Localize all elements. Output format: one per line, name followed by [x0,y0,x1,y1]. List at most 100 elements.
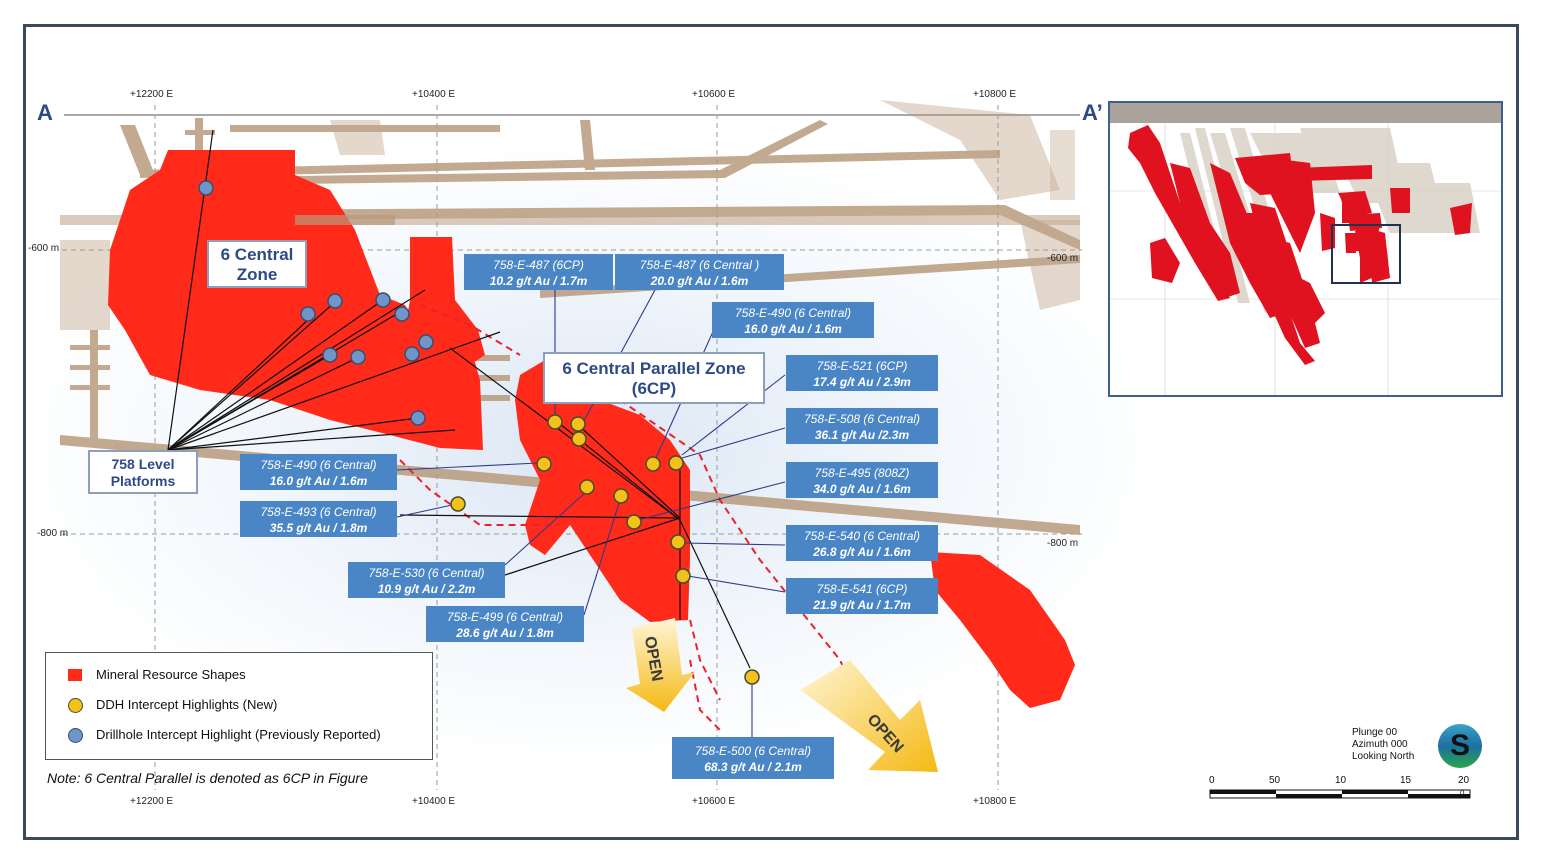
intercept-label[interactable]: 758-E-500 (6 Central) 68.3 g/t Au / 2.1m [672,737,834,779]
elevation-label: -800 m [1047,538,1079,549]
easting-bottom-label: +10400 E [412,796,456,807]
easting-top-label: +10600 E [692,89,736,100]
legend-label: Drillhole Intercept Highlight (Previousl… [96,727,381,742]
intercept-id: 758-E-530 (6 Central) [368,566,485,580]
previous-intercept-marker[interactable] [394,306,410,322]
intercept-label[interactable]: 758-E-495 (808Z) 34.0 g/t Au / 1.6m [786,462,938,498]
elevation-label: -600 m [1047,253,1079,264]
previous-intercept-marker[interactable] [410,410,426,426]
section-label-a: A [37,100,53,125]
new-intercept-marker[interactable] [626,514,642,530]
intercept-id: 758-E-490 (6 Central) [260,458,377,472]
scale-tick-label: 15 [1400,775,1412,786]
previous-intercept-marker[interactable] [322,347,338,363]
intercept-label[interactable]: 758-E-540 (6 Central) 26.8 g/t Au / 1.6m [786,525,938,561]
previous-intercept-marker[interactable] [300,306,316,322]
intercept-label[interactable]: 758-E-530 (6 Central) 10.9 g/t Au / 2.2m [348,562,505,598]
inset-focus-box [1331,224,1401,284]
new-intercept-marker[interactable] [570,416,586,432]
easting-top-label: +12200 E [130,89,174,100]
previous-intercept-marker[interactable] [404,346,420,362]
new-intercept-marker[interactable] [668,455,684,471]
resource-swatch [68,669,82,681]
intercept-grade: 34.0 g/t Au / 1.6m [813,482,911,496]
new-intercept-marker[interactable] [613,488,629,504]
parallel-zone-label-line: 6 Central Parallel Zone [562,359,746,378]
easting-bottom-label: +10800 E [973,796,1017,807]
intercept-id: 758-E-500 (6 Central) [694,744,812,758]
level-platforms-label-line: Platforms [110,473,176,489]
azimuth-text: Azimuth 000 [1352,739,1408,750]
previous-intercept-marker[interactable] [418,334,434,350]
easting-top-label: +10800 E [973,89,1017,100]
new-intercept-marker[interactable] [744,669,760,685]
intercept-label[interactable]: 758-E-499 (6 Central) 28.6 g/t Au / 1.8m [426,606,584,642]
new-intercept-marker[interactable] [579,479,595,495]
new-intercepts [450,414,760,685]
easting-bottom-label: +10600 E [692,796,736,807]
intercept-grade: 16.0 g/t Au / 1.6m [269,474,368,488]
level-platforms-label: 758 Level Platforms [88,450,198,494]
inset-drawing [1110,103,1501,395]
central-zone-label: 6 Central Zone [207,240,307,288]
previous-intercept-marker[interactable] [375,292,391,308]
view-info: Plunge 00 Azimuth 000 Looking North [1352,727,1414,763]
intercept-grade: 21.9 g/t Au / 1.7m [813,598,911,612]
intercept-grade: 68.3 g/t Au / 2.1m [704,760,802,774]
elevation-label: -600 m [28,243,60,254]
intercept-id: 758-E-541 (6CP) [816,582,908,596]
new-intercept-marker[interactable] [670,534,686,550]
elevation-label: -800 m [37,528,69,539]
intercept-label[interactable]: 758-E-487 (6 Central ) 20.0 g/t Au / 1.6… [615,254,784,290]
intercept-grade: 20.0 g/t Au / 1.6m [650,274,749,288]
intercept-id: 758-E-521 (6CP) [816,359,908,373]
intercept-label[interactable]: 758-E-490 (6 Central) 16.0 g/t Au / 1.6m [240,454,397,490]
central-zone-label-line: Zone [236,265,278,284]
new-intercept-marker[interactable] [571,431,587,447]
looking-text: Looking North [1352,751,1415,762]
legend-label: Mineral Resource Shapes [96,667,246,682]
scale-tick-label: 50 [1269,775,1281,786]
previous-intercept-marker[interactable] [327,293,343,309]
legend-label: DDH Intercept Highlights (New) [96,697,278,712]
intercept-label[interactable]: 758-E-508 (6 Central) 36.1 g/t Au /2.3m [786,408,938,444]
previous-intercept-marker[interactable] [350,349,366,365]
new-intercept-marker[interactable] [675,568,691,584]
intercept-label[interactable]: 758-E-493 (6 Central) 35.5 g/t Au / 1.8m [240,501,397,537]
mineral-resource-shapes [108,150,1075,708]
intercept-id: 758-E-493 (6 Central) [260,505,377,519]
scale-tick-label: 0 [1209,775,1215,786]
new-intercept-swatch [68,698,83,713]
new-intercept-marker[interactable] [536,456,552,472]
intercept-id: 758-E-495 (808Z) [814,466,910,480]
previous-intercept-swatch [68,728,83,743]
new-intercept-marker[interactable] [450,496,466,512]
parallel-zone-label-line: (6CP) [631,379,677,398]
intercept-grade: 36.1 g/t Au /2.3m [814,428,910,442]
scale-bar [1209,789,1471,799]
previous-intercept-marker[interactable] [198,180,214,196]
plunge-text: Plunge 00 [1352,727,1398,738]
parallel-zone-label: 6 Central Parallel Zone (6CP) [543,352,765,404]
central-zone-label-line: 6 Central [220,245,294,264]
intercept-label[interactable]: 758-E-487 (6CP) 10.2 g/t Au / 1.7m [464,254,613,290]
intercept-label[interactable]: 758-E-521 (6CP) 17.4 g/t Au / 2.9m [786,355,938,391]
intercept-id: 758-E-487 (6CP) [493,258,584,272]
logo-letter: S [1449,729,1470,762]
open-arrow-left [626,618,695,712]
company-logo [1438,724,1482,768]
new-intercept-marker[interactable] [547,414,563,430]
level-platforms-label-line: 758 Level [111,456,175,472]
previous-intercepts [198,180,434,426]
intercept-grade: 28.6 g/t Au / 1.8m [456,626,554,640]
new-intercept-marker[interactable] [645,456,661,472]
figure-note: Note: 6 Central Parallel is denoted as 6… [47,770,368,786]
intercept-label[interactable]: 758-E-490 (6 Central) 16.0 g/t Au / 1.6m [712,302,874,338]
easting-bottom-label: +12200 E [130,796,174,807]
intercept-id: 758-E-490 (6 Central) [734,306,852,320]
intercept-label[interactable]: 758-E-541 (6CP) 21.9 g/t Au / 1.7m [786,578,938,614]
scale-sub-label: 0 [1460,789,1465,798]
inset-long-section[interactable] [1108,101,1503,397]
intercept-grade: 35.5 g/t Au / 1.8m [269,521,368,535]
